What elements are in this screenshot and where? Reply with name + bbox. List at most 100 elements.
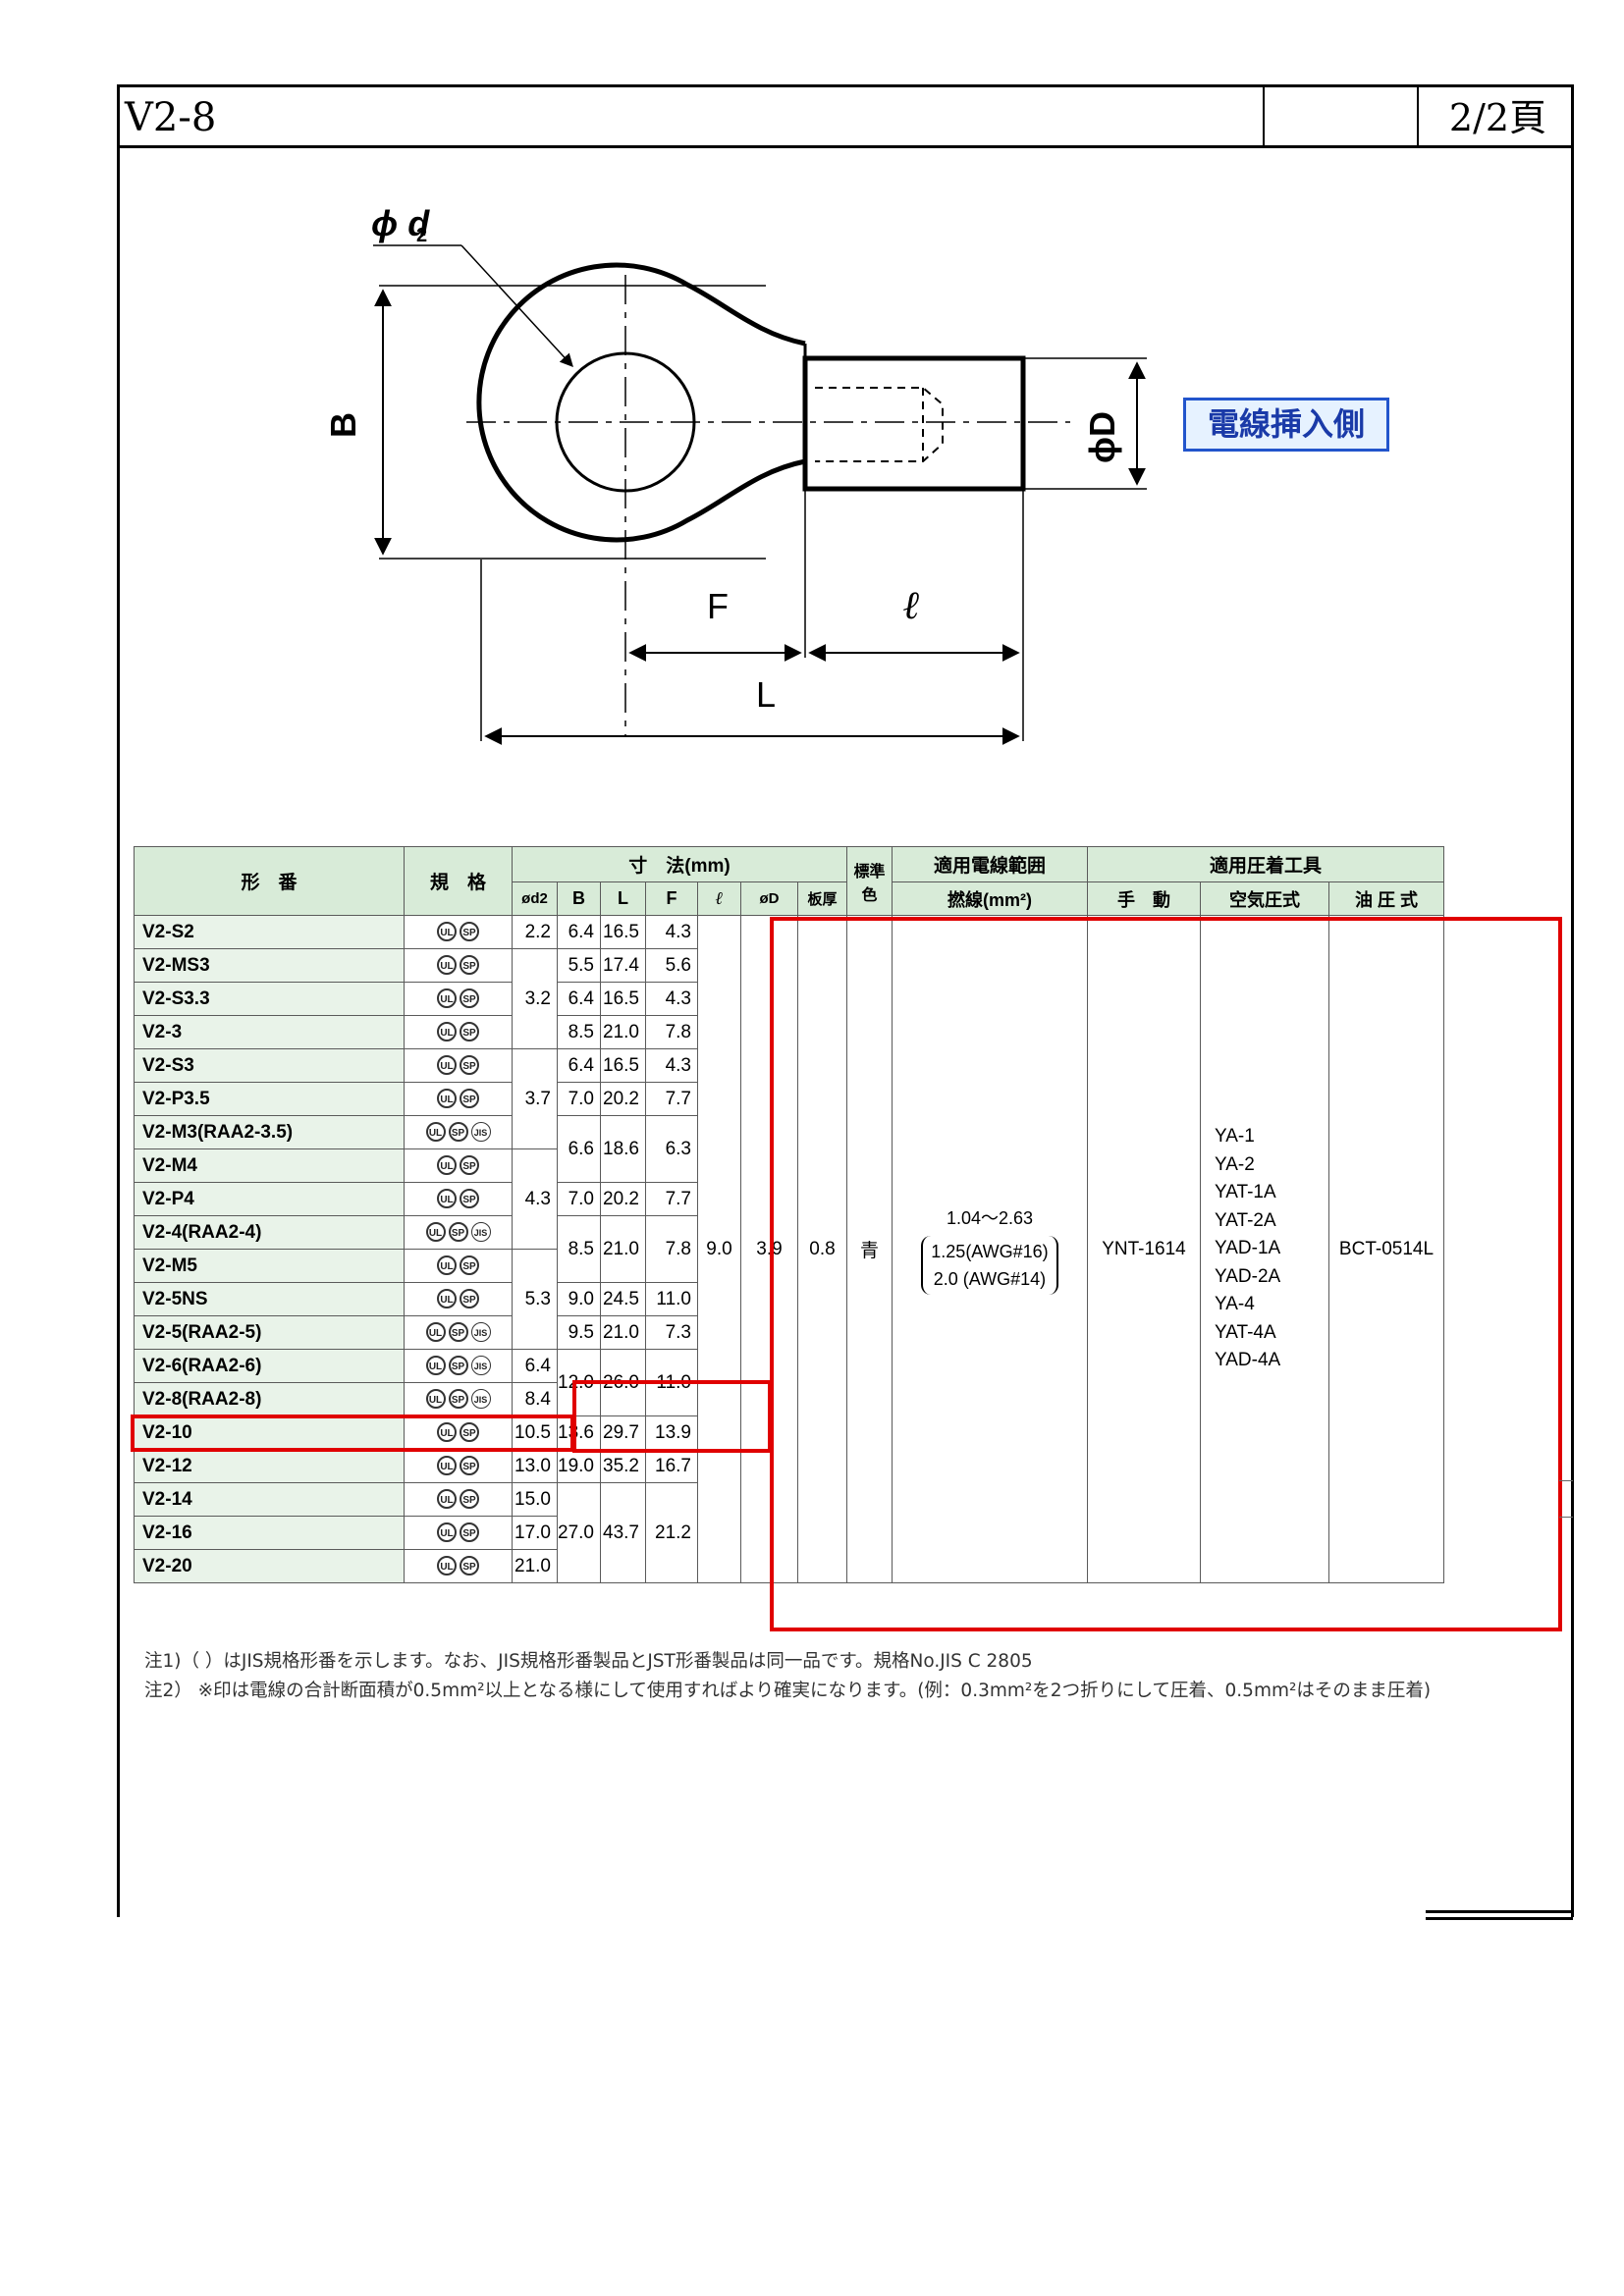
highlight-dims (572, 1380, 772, 1453)
terminal-outline (476, 262, 806, 543)
L-cell: 16.5 (599, 1048, 646, 1083)
frame-bottom-rule (1426, 1910, 1573, 1913)
model-cell: V2-3 (134, 1015, 405, 1049)
ul-mark-icon: UL (437, 1522, 457, 1543)
col-header-L: L (599, 881, 646, 916)
model-cell: V2-8(RAA2-8) (134, 1382, 405, 1416)
label-F: F (707, 586, 729, 626)
label-L: L (756, 674, 776, 715)
ul-mark-icon: UL (425, 1122, 446, 1143)
csa-mark-icon: SP (460, 1155, 479, 1176)
B-cell: 6.4 (557, 915, 601, 949)
d2-cell: 8.4 (512, 1382, 558, 1416)
D-cell: 3.9 (739, 915, 798, 1583)
B-cell: 19.0 (557, 1449, 601, 1483)
L-cell: 17.4 (599, 948, 646, 983)
ul-mark-icon: UL (437, 1489, 457, 1510)
d2-cell: 4.3 (512, 1148, 558, 1250)
note-2: 注2） ※印は電線の合計断面積が0.5mm²以上となる様にして使用すればより確実… (144, 1681, 1432, 1701)
label-ell: ℓ (903, 582, 920, 628)
pneumatic-tool: YAD-4A (1214, 1350, 1281, 1371)
frame-bottom-rule (1426, 1917, 1573, 1920)
ell-cell: 9.0 (696, 915, 741, 1583)
F-cell: 21.2 (644, 1482, 698, 1583)
B-cell: 6.4 (557, 1048, 601, 1083)
pneumatic-tool: YAT-1A (1214, 1182, 1276, 1203)
L-cell: 35.2 (599, 1449, 646, 1483)
B-cell: 7.0 (557, 1182, 601, 1216)
csa-mark-icon: SP (460, 1489, 479, 1510)
ul-mark-icon: UL (425, 1389, 446, 1410)
F-cell: 4.3 (644, 982, 698, 1016)
ul-mark-icon: UL (437, 922, 457, 942)
d2-cell: 5.3 (512, 1249, 558, 1350)
terminal-barrel (802, 355, 1026, 492)
B-cell: 5.5 (557, 948, 601, 983)
ul-mark-icon: UL (425, 1322, 446, 1343)
wire-range-awg14: 2.0 (AWG#14) (933, 1268, 1047, 1289)
F-cell: 4.3 (644, 1048, 698, 1083)
wire-range-main: 1.04～2.63 (946, 1207, 1034, 1228)
std-color-cell: 青 (845, 915, 893, 1583)
ring-terminal-drawing: ϕ d 2 B ϕD F ℓ L (323, 203, 1147, 745)
ul-mark-icon: UL (437, 1456, 457, 1476)
csa-mark-icon: SP (460, 1289, 479, 1309)
model-cell: V2-M5 (134, 1249, 405, 1283)
csa-mark-icon: SP (448, 1356, 468, 1376)
ul-mark-icon: UL (437, 1255, 457, 1276)
highlight-common-specs (770, 917, 1562, 1631)
csa-mark-icon: SP (460, 1522, 479, 1543)
col-header-standard: 規 格 (404, 846, 513, 916)
d2-cell: 10.5 (512, 1415, 558, 1450)
model-cell: V2-12 (134, 1449, 405, 1483)
spec-table: 形 番 規 格 寸 法(mm) 標準色 適用電線範囲 適用圧着工具 ød2 B … (134, 846, 1444, 1583)
d2-cell: 13.0 (512, 1449, 558, 1483)
d2-cell: 21.0 (512, 1549, 558, 1583)
csa-mark-icon: SP (460, 1189, 479, 1209)
col-header-std-color: 標準色 (845, 846, 893, 916)
manual-tool-cell: YNT-1614 (1086, 915, 1201, 1583)
wire-range-awg16: 1.25(AWG#16) (931, 1241, 1049, 1261)
col-header-pneumatic: 空気圧式 (1199, 881, 1329, 916)
pneumatic-tool: YAT-2A (1214, 1209, 1276, 1231)
col-header-thickness: 板厚 (796, 881, 847, 916)
model-cell: V2-5NS (134, 1282, 405, 1316)
csa-mark-icon: SP (460, 988, 479, 1009)
F-cell: 7.8 (644, 1215, 698, 1283)
csa-mark-icon: SP (460, 1022, 479, 1042)
csa-mark-icon: SP (460, 1556, 479, 1576)
col-header-wire-range: 適用電線範囲 (891, 846, 1088, 882)
label-phi-D: ϕD (1082, 411, 1122, 463)
pneumatic-tool: YA-1 (1214, 1126, 1255, 1148)
ul-mark-icon: UL (437, 988, 457, 1009)
jis-mark-icon: JIS (470, 1222, 491, 1243)
B-cell: 8.5 (557, 1215, 601, 1283)
F-cell: 13.9 (644, 1415, 698, 1450)
B-cell: 8.5 (557, 1015, 601, 1049)
F-cell: 6.3 (644, 1115, 698, 1183)
B-cell: 9.5 (557, 1315, 601, 1350)
csa-mark-icon: SP (448, 1389, 468, 1410)
document-title: V2-8 (125, 95, 217, 140)
model-cell: V2-20 (134, 1549, 405, 1583)
